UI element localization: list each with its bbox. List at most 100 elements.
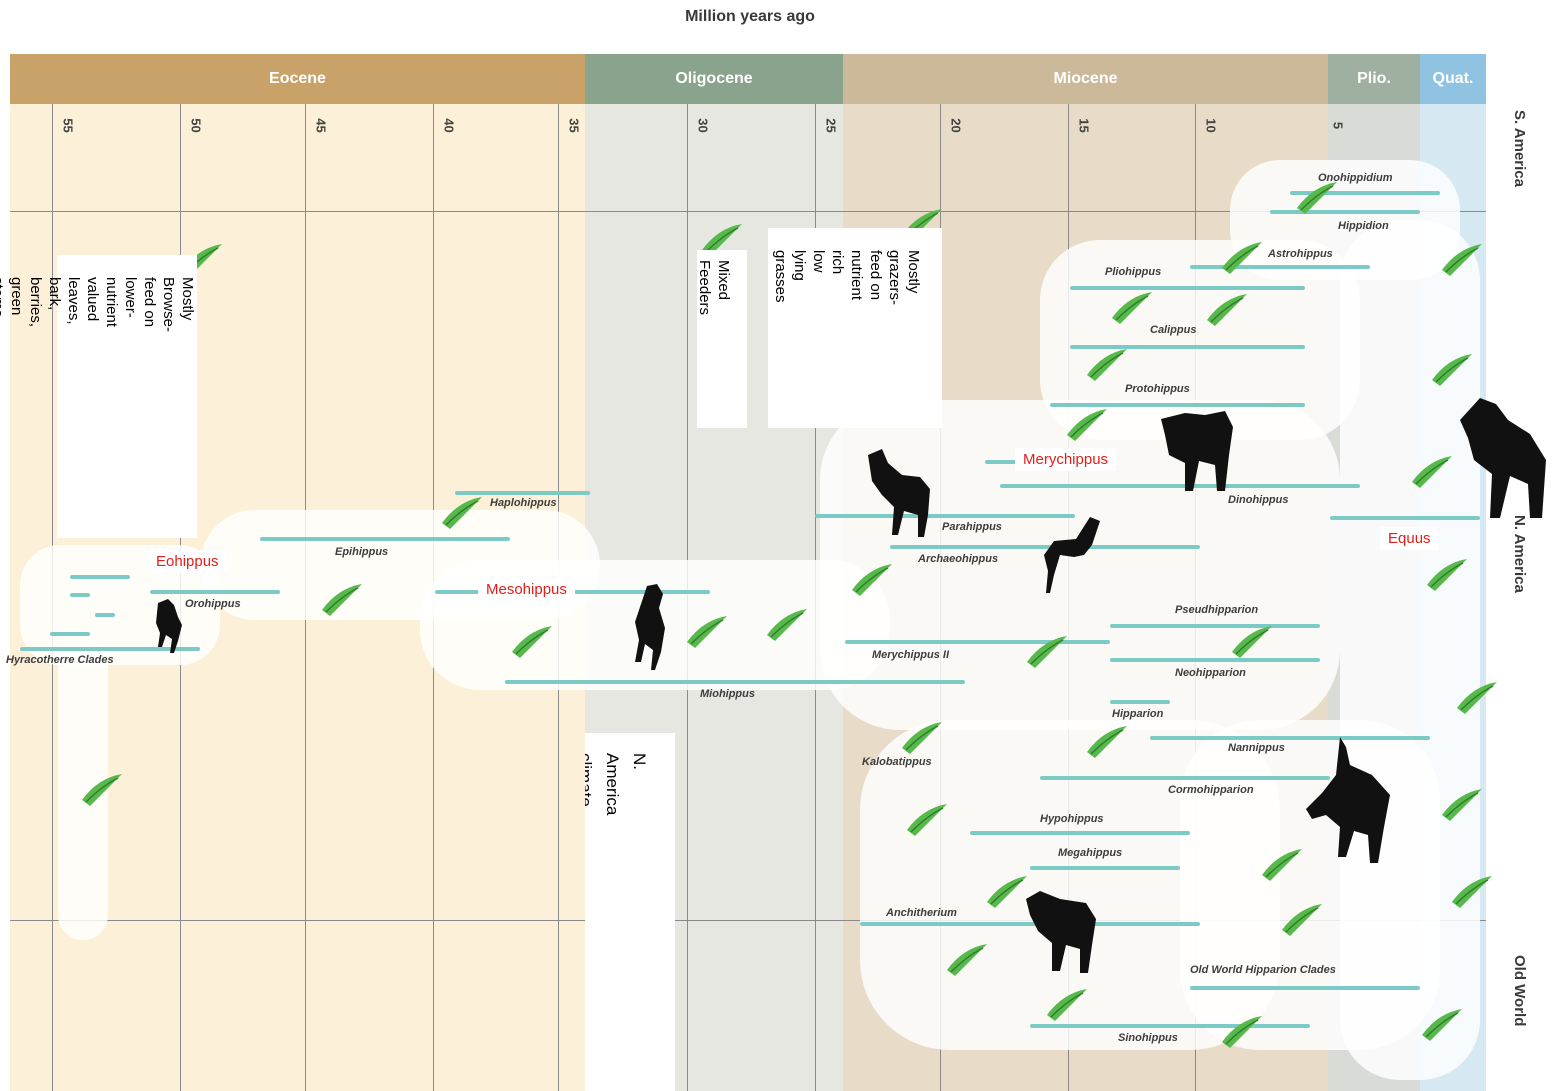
genus-label: Miohippus xyxy=(700,688,755,700)
genus-label: Calippus xyxy=(1150,324,1197,336)
grass-leaf-icon xyxy=(1047,989,1087,1021)
genus-label: Old World Hipparion Clades xyxy=(1190,964,1336,976)
tick-label: 5 xyxy=(1330,121,1346,130)
genus-label: Merychippus II xyxy=(872,649,950,661)
lineage-bar xyxy=(1040,776,1330,780)
horse-silhouette-icon xyxy=(635,584,665,670)
grazers-note-text: Mostly grazers- feed on nutrient rich lo… xyxy=(772,250,922,306)
grass-leaf-icon xyxy=(1067,409,1107,441)
genus-label: Hypohippus xyxy=(1040,813,1104,825)
tick-label: 20 xyxy=(948,118,964,133)
genus-label: Megahippus xyxy=(1058,847,1123,859)
epoch-quaternary: Quat. xyxy=(1420,54,1486,104)
lineage-bar xyxy=(890,545,1200,549)
tick-label: 10 xyxy=(1203,118,1219,133)
eohippus-label: Eohippus xyxy=(148,550,227,573)
horse-silhouette-icon xyxy=(1044,517,1100,593)
grass-leaf-icon xyxy=(702,224,742,256)
grass-leaf-icon xyxy=(907,804,947,836)
genus-label: Sinohippus xyxy=(1118,1032,1178,1044)
lineage-bar xyxy=(1110,624,1320,628)
grass-leaf-icon xyxy=(687,616,727,648)
tick-label: 35 xyxy=(566,118,582,133)
grass-leaf-icon xyxy=(1087,726,1127,758)
grass-leaf-icon xyxy=(902,722,942,754)
lineage-bar xyxy=(1070,286,1305,290)
grass-leaf-icon xyxy=(1232,626,1272,658)
grass-leaf-icon xyxy=(1087,349,1127,381)
genus-label: Hipparion xyxy=(1112,708,1164,720)
grass-leaf-icon xyxy=(1222,1016,1262,1048)
horse-silhouette-icon xyxy=(868,449,930,537)
grass-leaf-icon xyxy=(512,626,552,658)
browse-note-text: Mostly Browse- feed on lower- nutrient v… xyxy=(0,277,196,333)
grass-leaf-icon xyxy=(82,774,122,806)
lineage-bar xyxy=(970,831,1190,835)
grass-leaf-icon xyxy=(1207,294,1247,326)
mixed-feeders-note: Mixed Feeders xyxy=(696,250,747,428)
mesohippus-label: Mesohippus xyxy=(478,578,575,601)
lineage-bar xyxy=(1110,658,1320,662)
lineage-bar xyxy=(1270,210,1420,214)
grass-leaf-icon xyxy=(1112,292,1152,324)
grass-leaf-icon xyxy=(1297,182,1337,214)
lineage-bar xyxy=(260,537,510,541)
genus-label: Orohippus xyxy=(185,598,241,610)
grass-leaf-icon xyxy=(1222,242,1262,274)
region-divider xyxy=(10,211,1486,212)
tick-label: 40 xyxy=(441,118,457,133)
grass-leaf-icon xyxy=(322,584,362,616)
grass-leaf-icon xyxy=(852,564,892,596)
lineage-bar xyxy=(455,491,590,495)
horse-silhouette-icon xyxy=(156,599,182,653)
lineage-bar xyxy=(1000,484,1360,488)
equus-label: Equus xyxy=(1380,527,1439,550)
mixed-feeders-note-text: Mixed Feeders xyxy=(696,260,732,316)
tick-label: 15 xyxy=(1076,118,1092,133)
lineage-bar xyxy=(1030,1024,1310,1028)
climate-note-text: N. America climate becomes grasses evolv… xyxy=(585,753,649,816)
lineage-bar xyxy=(1050,403,1305,407)
epoch-pliocene: Plio. xyxy=(1328,54,1420,104)
grass-leaf-icon xyxy=(1412,456,1452,488)
grass-leaf-icon xyxy=(1262,849,1302,881)
lineage-bar xyxy=(1330,516,1480,520)
grass-leaf-icon xyxy=(767,609,807,641)
grass-leaf-icon xyxy=(442,497,482,529)
tick-label: 50 xyxy=(188,118,204,133)
grass-leaf-icon xyxy=(987,876,1027,908)
region-divider xyxy=(10,920,1486,921)
grass-leaf-icon xyxy=(1432,354,1472,386)
browse-note: Mostly Browse- feed on lower- nutrient v… xyxy=(0,255,197,538)
grass-leaf-icon xyxy=(1027,636,1067,668)
lineage-bar xyxy=(1070,345,1305,349)
lineage-bar xyxy=(50,632,90,636)
tick-label: 30 xyxy=(695,118,711,133)
genus-label: Pliohippus xyxy=(1105,266,1162,278)
genus-label: Epihippus xyxy=(335,546,389,558)
genus-label: Neohipparion xyxy=(1175,667,1246,679)
grass-leaf-icon xyxy=(1457,682,1497,714)
lineage-bar xyxy=(70,593,90,597)
lineage-cloud xyxy=(1340,220,1480,1080)
tick-label: 55 xyxy=(60,118,76,133)
lineage-bar xyxy=(845,640,1110,644)
grazers-note: Mostly grazers- feed on nutrient rich lo… xyxy=(768,228,942,428)
horse-silhouette-icon xyxy=(1306,737,1390,863)
lineage-bar xyxy=(860,922,1200,926)
genus-label: Anchitherium xyxy=(886,907,957,919)
climate-note: N. America climate becomes grasses evolv… xyxy=(585,733,675,1091)
genus-label: Haplohippus xyxy=(490,497,557,509)
lineage-bar xyxy=(95,613,115,617)
genus-label: Parahippus xyxy=(942,521,1002,533)
region-label-old-world: Old World xyxy=(1511,955,1528,1027)
genus-label: Hyracotherre Clades xyxy=(6,654,114,666)
lineage-bar xyxy=(70,575,130,579)
lineage-bar xyxy=(1290,191,1440,195)
grass-leaf-icon xyxy=(1452,876,1492,908)
region-label-south-america: S. America xyxy=(1511,110,1528,187)
genus-label: Nannippus xyxy=(1228,742,1285,754)
genus-label: Protohippus xyxy=(1125,383,1190,395)
genus-label: Cormohipparion xyxy=(1168,784,1254,796)
grass-leaf-icon xyxy=(1427,559,1467,591)
